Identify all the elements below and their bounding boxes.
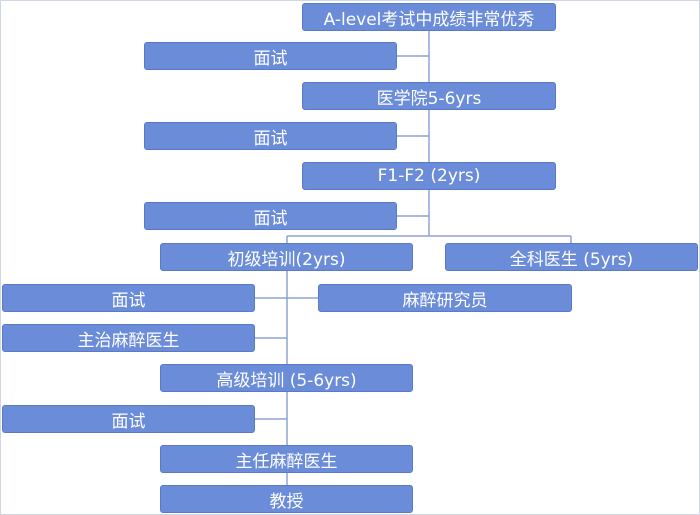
node-higher-training: 高级培训 (5-6yrs) — [160, 364, 413, 392]
node-label: 面试 — [253, 128, 288, 149]
node-label: A-level考试中成绩非常优秀 — [323, 9, 535, 30]
node-alevel-excellent: A-level考试中成绩非常优秀 — [302, 3, 556, 31]
node-label: 面试 — [111, 411, 146, 432]
node-label: 主治麻醉医生 — [77, 330, 180, 351]
node-interview-5: 面试 — [2, 405, 255, 433]
node-anesthesia-fellow: 麻醉研究员 — [318, 284, 572, 312]
node-interview-2: 面试 — [144, 122, 397, 150]
node-label: 面试 — [253, 48, 288, 69]
node-basic-training: 初级培训(2yrs) — [160, 243, 413, 271]
node-interview-3: 面试 — [144, 202, 397, 230]
node-general-practitioner: 全科医生 (5yrs) — [445, 243, 698, 271]
node-label: 面试 — [253, 208, 288, 229]
node-label: F1-F2 (2yrs) — [377, 166, 481, 186]
node-label: 高级培训 (5-6yrs) — [216, 370, 357, 391]
node-label: 面试 — [111, 290, 146, 311]
node-label: 初级培训(2yrs) — [227, 249, 346, 270]
node-label: 医学院5-6yrs — [376, 88, 482, 109]
node-medical-school: 医学院5-6yrs — [302, 82, 556, 110]
node-professor: 教授 — [160, 485, 413, 513]
node-label: 麻醉研究员 — [402, 290, 488, 311]
node-label: 全科医生 (5yrs) — [509, 249, 634, 270]
node-interview-1: 面试 — [144, 42, 397, 70]
node-interview-4: 面试 — [2, 284, 255, 312]
node-chief-anesthesiologist: 主任麻醉医生 — [160, 445, 413, 473]
node-attending-anesthesiologist: 主治麻醉医生 — [2, 324, 255, 352]
node-f1-f2: F1-F2 (2yrs) — [302, 162, 556, 190]
node-label: 教授 — [269, 491, 304, 512]
node-label: 主任麻醉医生 — [235, 451, 338, 472]
